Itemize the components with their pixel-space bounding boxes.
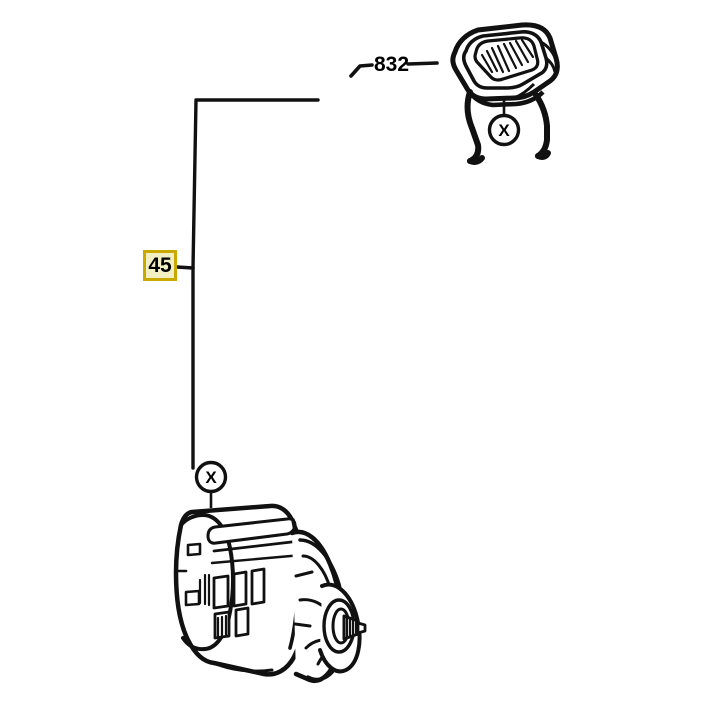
callout-832-label: 832 [374, 53, 410, 76]
motor-shaft-splines [345, 615, 358, 640]
x-marker-motor-label: X [205, 468, 217, 487]
x-marker-motor: X [194, 460, 228, 508]
motor-cover-part [450, 22, 560, 165]
x-marker-cover-label: X [498, 121, 510, 140]
motor-brush-hatching [198, 573, 228, 638]
callout-832[interactable]: 832 [374, 54, 409, 75]
x-marker-cover: X [487, 113, 521, 147]
cover-vent-slats [480, 38, 535, 74]
callout-45[interactable]: 45 [143, 250, 177, 281]
callout-45-label: 45 [148, 254, 172, 277]
leader-line-832 [349, 61, 439, 78]
leader-line-45 [175, 98, 320, 470]
motor-assembly-part [173, 503, 367, 683]
